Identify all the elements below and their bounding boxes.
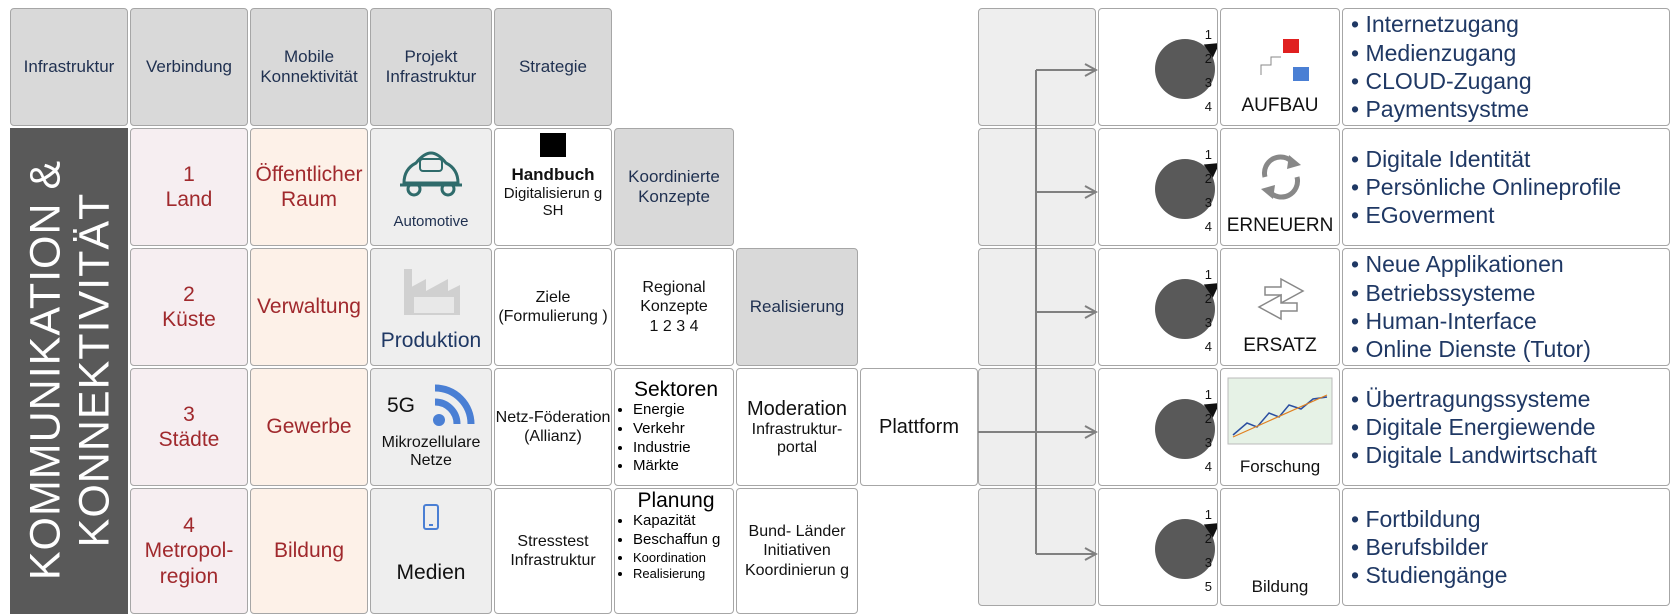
handbuch-square-icon bbox=[540, 133, 566, 157]
project-medien: Medien bbox=[370, 488, 492, 614]
concepts-regional: Regional Konzepte 1 2 3 4 bbox=[614, 248, 734, 366]
swap-arrows-icon bbox=[1257, 277, 1305, 321]
speech-blob-icon bbox=[1155, 159, 1215, 219]
strategy-netz: Netz-Föderation (Allianz) bbox=[494, 368, 612, 486]
refresh-icon bbox=[1261, 154, 1301, 200]
area-2: Verwaltung bbox=[250, 248, 368, 366]
speech-blob-icon bbox=[1155, 519, 1215, 579]
bullets-aufbau: InternetzugangMedienzugangCLOUD-ZugangPa… bbox=[1342, 8, 1670, 126]
bullets-forschung: ÜbertragungssystemeDigitale Energiewende… bbox=[1342, 368, 1670, 486]
realisation-realisierung: Realisierung bbox=[736, 248, 858, 366]
project-produktion: Produktion bbox=[370, 248, 492, 366]
icon-cell-bildung: Bildung bbox=[1220, 488, 1340, 606]
speech-blob-icon bbox=[1155, 39, 1215, 99]
header-strategie: Strategie bbox=[494, 8, 612, 126]
factory-icon bbox=[404, 269, 460, 315]
right-col-a-2 bbox=[978, 128, 1096, 246]
realisation-moderation: Moderation Infrastruktur-portal bbox=[736, 368, 858, 486]
area-4: Bildung bbox=[250, 488, 368, 614]
sidebar-title: KOMMUNIKATION & KONNEKTIVITÄT bbox=[21, 159, 119, 581]
right-col-a-5 bbox=[978, 488, 1096, 606]
concepts-koordinierte: Koordinierte Konzepte bbox=[614, 128, 734, 246]
header-projekt: Projekt Infrastruktur bbox=[370, 8, 492, 126]
tablet-icon bbox=[423, 504, 439, 530]
strategy-stresstest: Stresstest Infrastruktur bbox=[494, 488, 612, 614]
wifi-icon bbox=[433, 384, 475, 426]
icon-cell-aufbau: AUFBAU bbox=[1220, 8, 1340, 126]
bullets-ersatz: Neue ApplikationenBetriebssystemeHuman-I… bbox=[1342, 248, 1670, 366]
project-5g: 5G Mikrozellulare Netze bbox=[370, 368, 492, 486]
icon-cell-erneuern: ERNEUERN bbox=[1220, 128, 1340, 246]
concepts-planung: Planung Kapazität Beschaffun g Koordinat… bbox=[614, 488, 734, 614]
bullets-erneuern: Digitale IdentitätPersönliche Onlineprof… bbox=[1342, 128, 1670, 246]
strategy-ziele: Ziele (Formulierung ) bbox=[494, 248, 612, 366]
right-col-a-4 bbox=[978, 368, 1096, 486]
realisation-bund: Bund- Länder Initiativen Koordinierun g bbox=[736, 488, 858, 614]
project-automotive: Automotive bbox=[370, 128, 492, 246]
right-col-a-1 bbox=[978, 8, 1096, 126]
bullets-bildung: FortbildungBerufsbilderStudiengänge bbox=[1342, 488, 1670, 606]
area-1: Öffentlicher Raum bbox=[250, 128, 368, 246]
icon-cell-forschung: Forschung bbox=[1220, 368, 1340, 486]
speech-blob-icon bbox=[1155, 399, 1215, 459]
right-col-a-3 bbox=[978, 248, 1096, 366]
concepts-sektoren: Sektoren Energie Verkehr Industrie Märkt… bbox=[614, 368, 734, 486]
blocks-icon bbox=[1260, 39, 1309, 81]
speech-blob-icon bbox=[1155, 279, 1215, 339]
area-3: Gewerbe bbox=[250, 368, 368, 486]
header-mobile: Mobile Konnektivität bbox=[250, 8, 368, 126]
line-chart-icon bbox=[1227, 377, 1333, 445]
label-5g: 5G bbox=[386, 394, 415, 417]
plattform-box: Plattform bbox=[860, 368, 978, 486]
header-verbindung: Verbindung bbox=[130, 8, 248, 126]
car-icon bbox=[400, 151, 462, 197]
icon-cell-ersatz: ERSATZ bbox=[1220, 248, 1340, 366]
header-infrastruktur: Infrastruktur bbox=[10, 8, 128, 126]
strategy-handbuch: Handbuch Digitalisierun g SH bbox=[494, 128, 612, 246]
sidebar bbox=[10, 128, 128, 614]
